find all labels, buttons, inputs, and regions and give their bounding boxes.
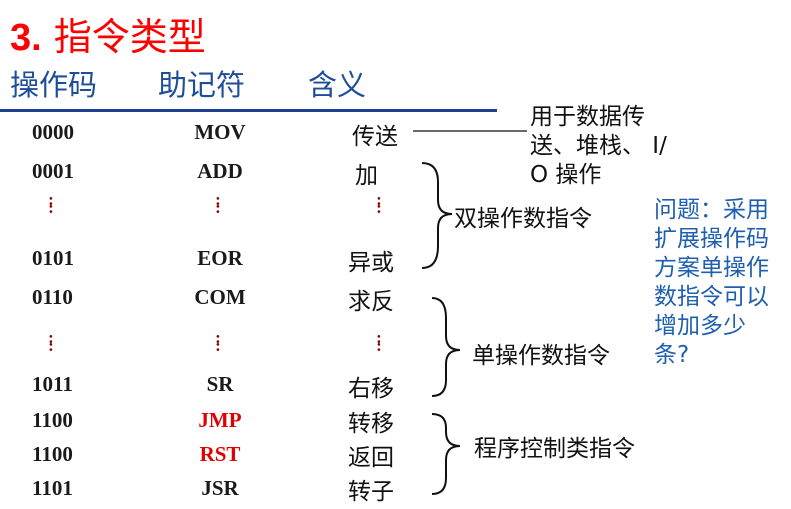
meaning-cell: 异或 [348,250,394,276]
ellipsis-marker: :: [48,190,54,217]
title-number: 3. [10,17,42,59]
ellipsis-marker: :: [48,328,54,355]
question-text: 问题：采用 扩展操作码 方案单操作 数指令可以 增加多少 条? [654,197,769,368]
mnemonic-cell: RST [199,442,241,466]
control-brace [431,413,461,495]
opcode-cell: 1011 [32,372,73,396]
ellipsis-marker: :: [215,190,221,217]
meaning-cell: 求反 [348,289,394,315]
meaning-cell: 转移 [348,411,394,437]
mnemonic-cell: JSR [201,476,239,500]
opcode-cell: 0000 [32,120,74,144]
mnemonic-cell: COM [194,285,246,309]
mov-note: 用于数据传 送、堆栈、 I/ O 操作 [530,104,667,188]
slide-title: 3. 指令类型 [10,6,206,61]
mnemonic-cell: JMP [198,408,242,432]
single-operand-label: 单操作数指令 [472,343,610,369]
mnemonic-cell: ADD [197,159,243,183]
ellipsis-marker: :: [376,190,382,217]
program-control-label: 程序控制类指令 [474,436,635,462]
header-meaning: 含义 [308,68,367,102]
ellipsis-marker: :: [215,328,221,355]
header-opcode: 操作码 [10,68,98,102]
opcode-cell: 0110 [32,285,73,309]
single-operand-brace [431,297,461,397]
meaning-cell: 返回 [348,445,394,471]
mnemonic-cell: SR [206,372,234,396]
mnemonic-cell: EOR [197,246,243,270]
opcode-cell: 0101 [32,246,74,270]
meaning-cell: 右移 [348,376,394,402]
mnemonic-cell: MOV [194,120,246,144]
meaning-cell: 转子 [348,479,394,505]
title-text: 指令类型 [53,15,206,59]
opcode-cell: 0001 [32,159,74,183]
meaning-cell: 传送 [352,124,398,150]
header-mnemonic: 助记符 [158,68,246,102]
double-operand-brace [421,162,453,269]
meaning-cell: 加 [355,163,378,189]
opcode-cell: 1100 [32,408,73,432]
header-divider [0,109,497,112]
opcode-cell: 1101 [32,476,73,500]
ellipsis-marker: :: [376,328,382,355]
opcode-cell: 1100 [32,442,73,466]
double-operand-label: 双操作数指令 [454,206,592,232]
